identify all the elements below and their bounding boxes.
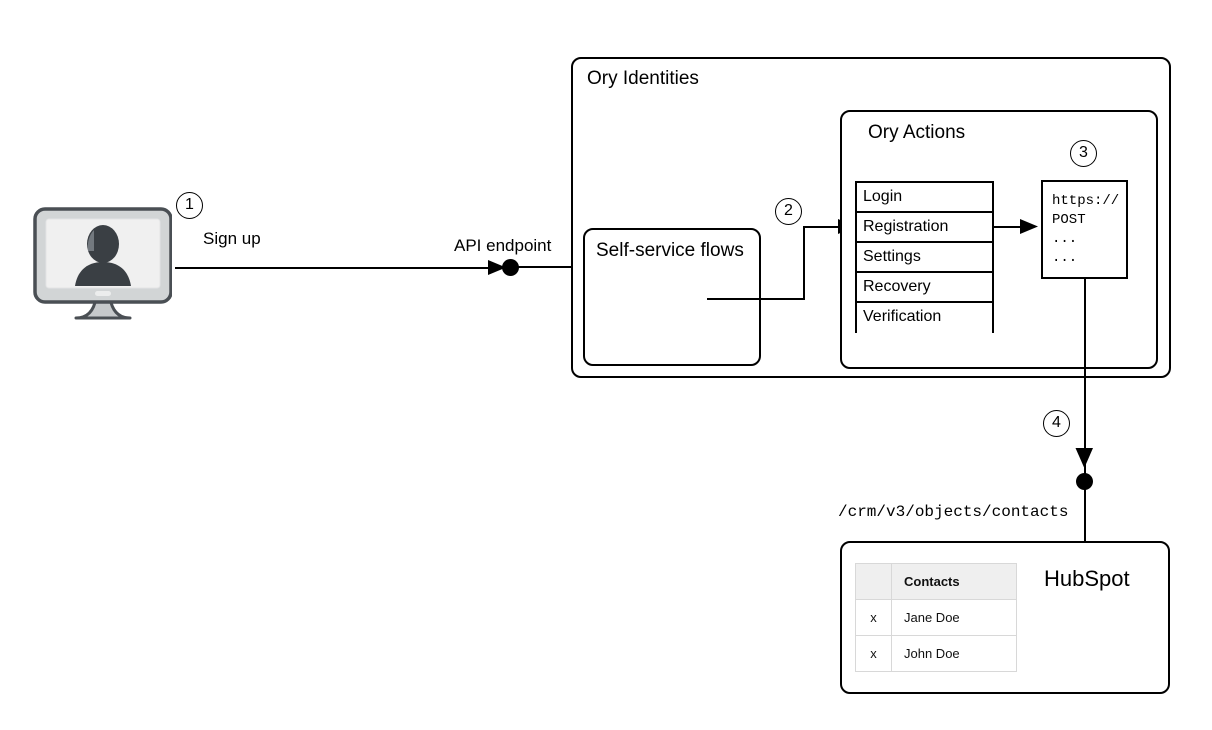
flow-row-login[interactable]: Login bbox=[857, 183, 992, 213]
self-service-to-registration-segment-h2 bbox=[803, 226, 846, 228]
api-endpoint-label: API endpoint bbox=[454, 236, 552, 255]
api-endpoint-dot bbox=[502, 259, 519, 276]
hubspot-arrow-head bbox=[1075, 448, 1093, 468]
table-cell-x: x bbox=[855, 635, 892, 672]
step-marker-3: 3 bbox=[1070, 140, 1097, 167]
flow-row-settings[interactable]: Settings bbox=[857, 243, 992, 273]
table-cell-name: Jane Doe bbox=[891, 599, 1017, 636]
hubspot-endpoint-dot bbox=[1076, 473, 1093, 490]
ory-actions-flow-list: Login Registration Settings Recovery Ver… bbox=[855, 181, 994, 333]
table-cell-x: x bbox=[855, 599, 892, 636]
self-service-flows-title: Self-service flows bbox=[596, 240, 744, 261]
step-marker-1: 1 bbox=[176, 192, 203, 219]
sign-up-arrow-line bbox=[175, 267, 497, 269]
webhook-to-hubspot-line bbox=[1084, 279, 1086, 475]
self-service-to-registration-segment-v bbox=[803, 226, 805, 300]
hubspot-contacts-table: Contacts x Jane Doe x John Doe bbox=[855, 563, 1017, 672]
step-marker-4: 4 bbox=[1043, 410, 1070, 437]
user-monitor-icon bbox=[32, 206, 173, 328]
registration-to-webhook-line bbox=[994, 226, 1027, 228]
hubspot-title: HubSpot bbox=[1044, 566, 1130, 591]
table-cell-name: John Doe bbox=[891, 635, 1017, 672]
hubspot-endpoint-stub bbox=[1084, 487, 1086, 543]
table-header-row: Contacts bbox=[855, 563, 1017, 600]
self-service-to-registration-segment-h1 bbox=[707, 298, 805, 300]
table-row[interactable]: x John Doe bbox=[855, 635, 1017, 672]
crm-path-label: /crm/v3/objects/contacts bbox=[838, 503, 1069, 521]
ory-identities-title: Ory Identities bbox=[587, 68, 699, 89]
flow-row-registration[interactable]: Registration bbox=[857, 213, 992, 243]
step-marker-2: 2 bbox=[775, 198, 802, 225]
sign-up-arrow-head bbox=[488, 260, 506, 275]
table-row[interactable]: x Jane Doe bbox=[855, 599, 1017, 636]
table-header-blank bbox=[855, 563, 892, 600]
webhook-arrow-head bbox=[1020, 219, 1038, 234]
webhook-code-box: https:// POST ... ... bbox=[1041, 180, 1128, 279]
api-endpoint-stub bbox=[516, 266, 574, 268]
table-header-contacts: Contacts bbox=[891, 563, 1017, 600]
ory-actions-title: Ory Actions bbox=[868, 122, 966, 143]
sign-up-label: Sign up bbox=[203, 229, 261, 248]
self-service-flows-box bbox=[583, 228, 761, 366]
flow-row-verification[interactable]: Verification bbox=[857, 303, 992, 333]
flow-row-recovery[interactable]: Recovery bbox=[857, 273, 992, 303]
